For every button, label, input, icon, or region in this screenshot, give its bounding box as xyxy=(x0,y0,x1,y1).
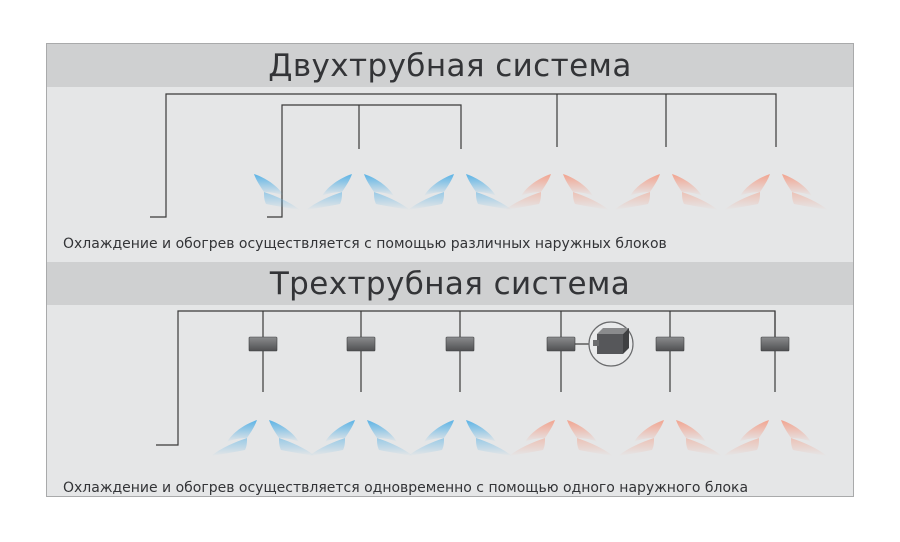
branch-selector-box-icon xyxy=(445,336,475,352)
two-pipe-piping xyxy=(150,93,777,218)
indoor-airflow-icon xyxy=(724,174,770,210)
indoor-airflow-icon xyxy=(254,174,300,210)
three-pipe-piping xyxy=(156,310,776,446)
indoor-airflow-icon xyxy=(509,420,555,456)
branch-selector-box-icon xyxy=(248,336,278,352)
indoor-airflow-icon xyxy=(211,420,257,456)
indoor-airflow-icon xyxy=(306,174,352,210)
indoor-airflow-icon xyxy=(563,174,609,210)
two-pipe-caption: Охлаждение и обогрев осуществляется с по… xyxy=(63,236,667,252)
three-pipe-airflows xyxy=(211,420,827,456)
branch-selector-box-icon xyxy=(760,336,790,352)
indoor-airflow-icon xyxy=(367,420,413,456)
indoor-airflow-icon xyxy=(567,420,613,456)
indoor-airflow-icon xyxy=(364,174,410,210)
indoor-airflow-icon xyxy=(676,420,722,456)
two-pipe-main-line xyxy=(150,93,777,218)
indoor-airflow-icon xyxy=(672,174,718,210)
indoor-airflow-icon xyxy=(466,174,512,210)
indoor-airflow-icon xyxy=(782,174,828,210)
two-pipe-cool-branch xyxy=(267,104,462,218)
two-pipe-title: Двухтрубная система xyxy=(268,47,632,84)
indoor-airflow-icon xyxy=(723,420,769,456)
branch-boxes xyxy=(248,336,790,352)
indoor-airflow-icon xyxy=(614,174,660,210)
three-pipe-title: Трехтрубная система xyxy=(269,265,631,302)
indoor-airflow-icon xyxy=(505,174,551,210)
indoor-airflow-icon xyxy=(408,420,454,456)
branch-selector-box-icon xyxy=(546,336,576,352)
branch-selector-box-icon xyxy=(346,336,376,352)
diagram-frame: Двухтрубная система Охлаждение и обогрев… xyxy=(46,43,854,497)
indoor-airflow-icon xyxy=(781,420,827,456)
branch-selector-box-icon xyxy=(655,336,685,352)
three-pipe-title-band: Трехтрубная система xyxy=(47,262,853,305)
indoor-airflow-icon xyxy=(618,420,664,456)
outdoor-unit-icon xyxy=(588,321,634,367)
two-pipe-title-band: Двухтрубная система xyxy=(47,44,853,87)
indoor-airflow-icon xyxy=(466,420,512,456)
three-pipe-caption: Охлаждение и обогрев осуществляется одно… xyxy=(63,480,749,496)
indoor-airflow-icon xyxy=(269,420,315,456)
two-pipe-airflows xyxy=(254,174,828,210)
indoor-airflow-icon xyxy=(408,174,454,210)
indoor-airflow-icon xyxy=(309,420,355,456)
